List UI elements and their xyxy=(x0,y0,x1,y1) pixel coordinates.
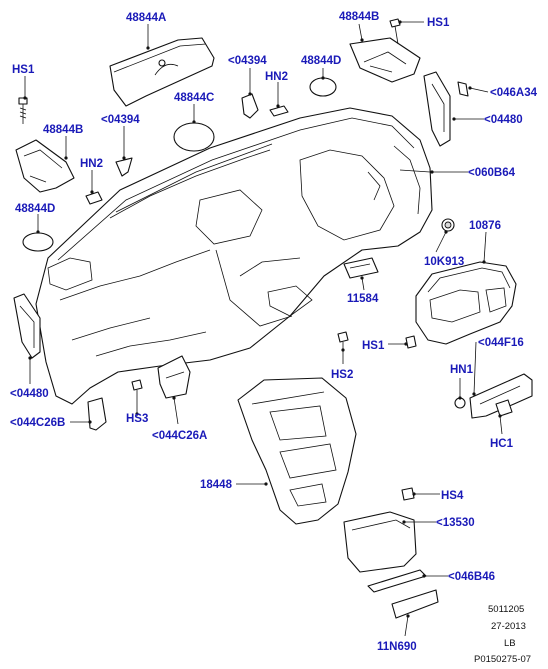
part-044f16-bracket xyxy=(469,373,533,419)
label-13530: <13530 xyxy=(436,517,475,529)
part-hs3-screw xyxy=(131,379,143,406)
label-hs1-left: HS1 xyxy=(12,64,35,76)
part-04394-top-clip xyxy=(241,93,259,119)
label-04394-left: <04394 xyxy=(101,114,140,126)
part-hc1-connector xyxy=(495,399,513,417)
part-18448-center-console xyxy=(237,377,357,525)
part-11n690-trim xyxy=(391,589,439,619)
part-hs2-screw xyxy=(337,331,349,350)
label-044c26a: <044C26A xyxy=(152,430,207,442)
part-04394-left-clip xyxy=(115,157,133,177)
label-48844a: 48844A xyxy=(126,12,166,24)
label-48844d-top: 48844D xyxy=(301,55,341,67)
part-48844a-cover xyxy=(109,37,215,107)
label-hs4: HS4 xyxy=(441,490,464,502)
part-hs4-screw xyxy=(401,487,415,501)
part-10k913-knob xyxy=(441,218,455,232)
part-main-instrument-panel xyxy=(35,107,433,405)
label-hs1-top: HS1 xyxy=(427,17,450,29)
label-48844b-top: 48844B xyxy=(339,11,379,23)
part-11584-panel xyxy=(343,257,379,279)
label-04480-right: <04480 xyxy=(484,114,523,126)
label-10k913: 10K913 xyxy=(424,256,464,268)
part-48844b-left-panel xyxy=(15,139,75,193)
label-hn2-top: HN2 xyxy=(265,71,288,83)
label-044c26b: <044C26B xyxy=(10,417,65,429)
label-11584: 11584 xyxy=(347,293,379,305)
label-060b64: <060B64 xyxy=(468,167,516,179)
part-060b64-bracket xyxy=(399,169,431,173)
label-hn2-left: HN2 xyxy=(80,158,103,170)
part-48844d-left-grille xyxy=(22,232,54,252)
part-044c26a xyxy=(157,355,191,399)
part-046a34-bracket xyxy=(457,81,469,97)
label-18448: 18448 xyxy=(200,479,233,491)
reference-block: 5011205 27-2013 LB P0150275-07 xyxy=(474,604,531,665)
ref-line-3: LB xyxy=(504,638,516,649)
part-hs1-top-screw xyxy=(389,18,401,45)
label-48844b-left: 48844B xyxy=(43,124,83,136)
label-046b46: <046B46 xyxy=(448,571,495,583)
label-04394-top: <04394 xyxy=(228,55,267,67)
part-10876-cluster xyxy=(415,261,517,345)
part-04480-left-panel xyxy=(13,293,41,359)
part-48844d-top-grille xyxy=(309,77,337,97)
part-13530-unit xyxy=(343,511,417,573)
label-hs2: HS2 xyxy=(331,369,353,381)
label-hs3: HS3 xyxy=(126,413,148,425)
ref-line-2: 27-2013 xyxy=(491,621,526,632)
label-046a34: <046A34 xyxy=(490,87,538,99)
label-48844d-left: 48844D xyxy=(15,203,55,215)
label-hn1: HN1 xyxy=(450,364,474,376)
part-hn2-left xyxy=(85,191,103,205)
part-labels: 48844A 48844B HS1 HS1 <04394 48844D HN2 … xyxy=(10,11,538,653)
ref-line-1: 5011205 xyxy=(488,604,524,615)
ref-line-4: P0150275-07 xyxy=(474,654,531,665)
label-11n690: 11N690 xyxy=(377,641,417,653)
label-hc1: HC1 xyxy=(490,438,514,450)
part-hn2-top xyxy=(269,105,289,117)
part-046b46-strip xyxy=(367,569,427,593)
part-hs1-left-screw xyxy=(18,97,28,124)
part-hs1-mid-screw xyxy=(405,335,417,349)
label-hs1-mid: HS1 xyxy=(362,340,385,352)
label-10876: 10876 xyxy=(469,220,501,232)
part-48844c-grille xyxy=(173,122,215,152)
part-48844b-top-panel xyxy=(349,37,421,83)
part-04480-right-panel xyxy=(423,71,451,147)
label-04480-left: <04480 xyxy=(10,388,49,400)
part-044c26b xyxy=(87,397,107,431)
leader-lines xyxy=(24,21,503,637)
leader-dots xyxy=(23,20,502,618)
label-48844c: 48844C xyxy=(174,92,214,104)
label-044f16: <044F16 xyxy=(478,337,524,349)
